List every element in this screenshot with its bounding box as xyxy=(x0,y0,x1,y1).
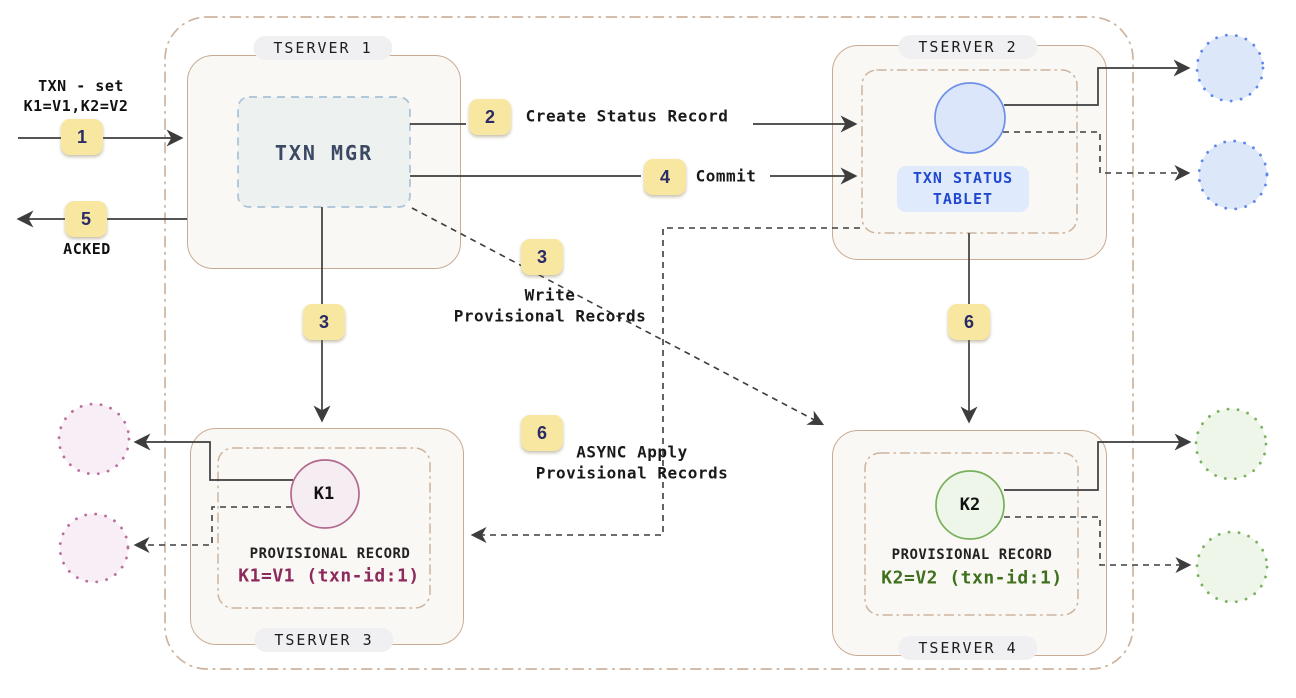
step3-badge-k1: 3 xyxy=(303,304,345,340)
replica-circle-k2-2 xyxy=(1195,530,1269,604)
k1-record-heading: PROVISIONAL RECORD xyxy=(249,546,411,562)
txn-request-label-line2: K1=V1,K2=V2 xyxy=(23,97,129,115)
tserver4-title: TSERVER 4 xyxy=(898,636,1038,660)
txn-request-label-line1: TXN - set xyxy=(38,77,124,95)
tablet-label-line2: TABLET xyxy=(932,190,994,208)
tserver3-title: TSERVER 3 xyxy=(254,628,394,652)
txn-mgr-label: TXN MGR xyxy=(274,141,374,165)
async-apply-label-line1: ASYNC Apply xyxy=(576,442,688,462)
step6-badge-async: 6 xyxy=(521,415,563,451)
write-provisional-label-line2: Provisional Records xyxy=(453,306,647,326)
tserver2-box xyxy=(832,45,1107,260)
async-apply-label-line2: Provisional Records xyxy=(535,463,729,483)
step6-badge-apply: 6 xyxy=(948,304,990,340)
replica-circle-status-2 xyxy=(1197,139,1269,211)
step5-badge: 5 xyxy=(65,201,107,237)
replica-circle-k1-2 xyxy=(58,512,130,584)
k1-record-value: K1=V1 (txn-id:1) xyxy=(238,565,420,587)
replica-circle-status-1 xyxy=(1195,33,1265,103)
txn-status-tablet-chip: TXN STATUS TABLET xyxy=(897,166,1029,212)
k2-label: K2 xyxy=(959,495,981,515)
acked-label: ACKED xyxy=(63,240,111,258)
tserver1-title: TSERVER 1 xyxy=(253,36,393,60)
step4-badge: 4 xyxy=(644,159,686,195)
tserver2-title: TSERVER 2 xyxy=(898,35,1038,59)
step2-badge: 2 xyxy=(469,99,511,135)
step1-badge: 1 xyxy=(61,119,103,155)
k2-record-value: K2=V2 (txn-id:1) xyxy=(881,567,1063,589)
tserver3-box xyxy=(190,428,464,645)
tserver4-box xyxy=(832,430,1107,656)
write-provisional-label-line1: Write xyxy=(524,285,576,305)
step3-badge-write: 3 xyxy=(521,239,563,275)
k1-label: K1 xyxy=(313,484,335,504)
replica-circle-k2-1 xyxy=(1194,407,1268,481)
create-status-record-label: Create Status Record xyxy=(525,106,729,126)
replica-circle-k1-1 xyxy=(57,402,131,476)
tablet-label-line1: TXN STATUS xyxy=(912,169,1014,187)
k2-record-heading: PROVISIONAL RECORD xyxy=(891,547,1053,563)
commit-label: Commit xyxy=(695,166,757,186)
